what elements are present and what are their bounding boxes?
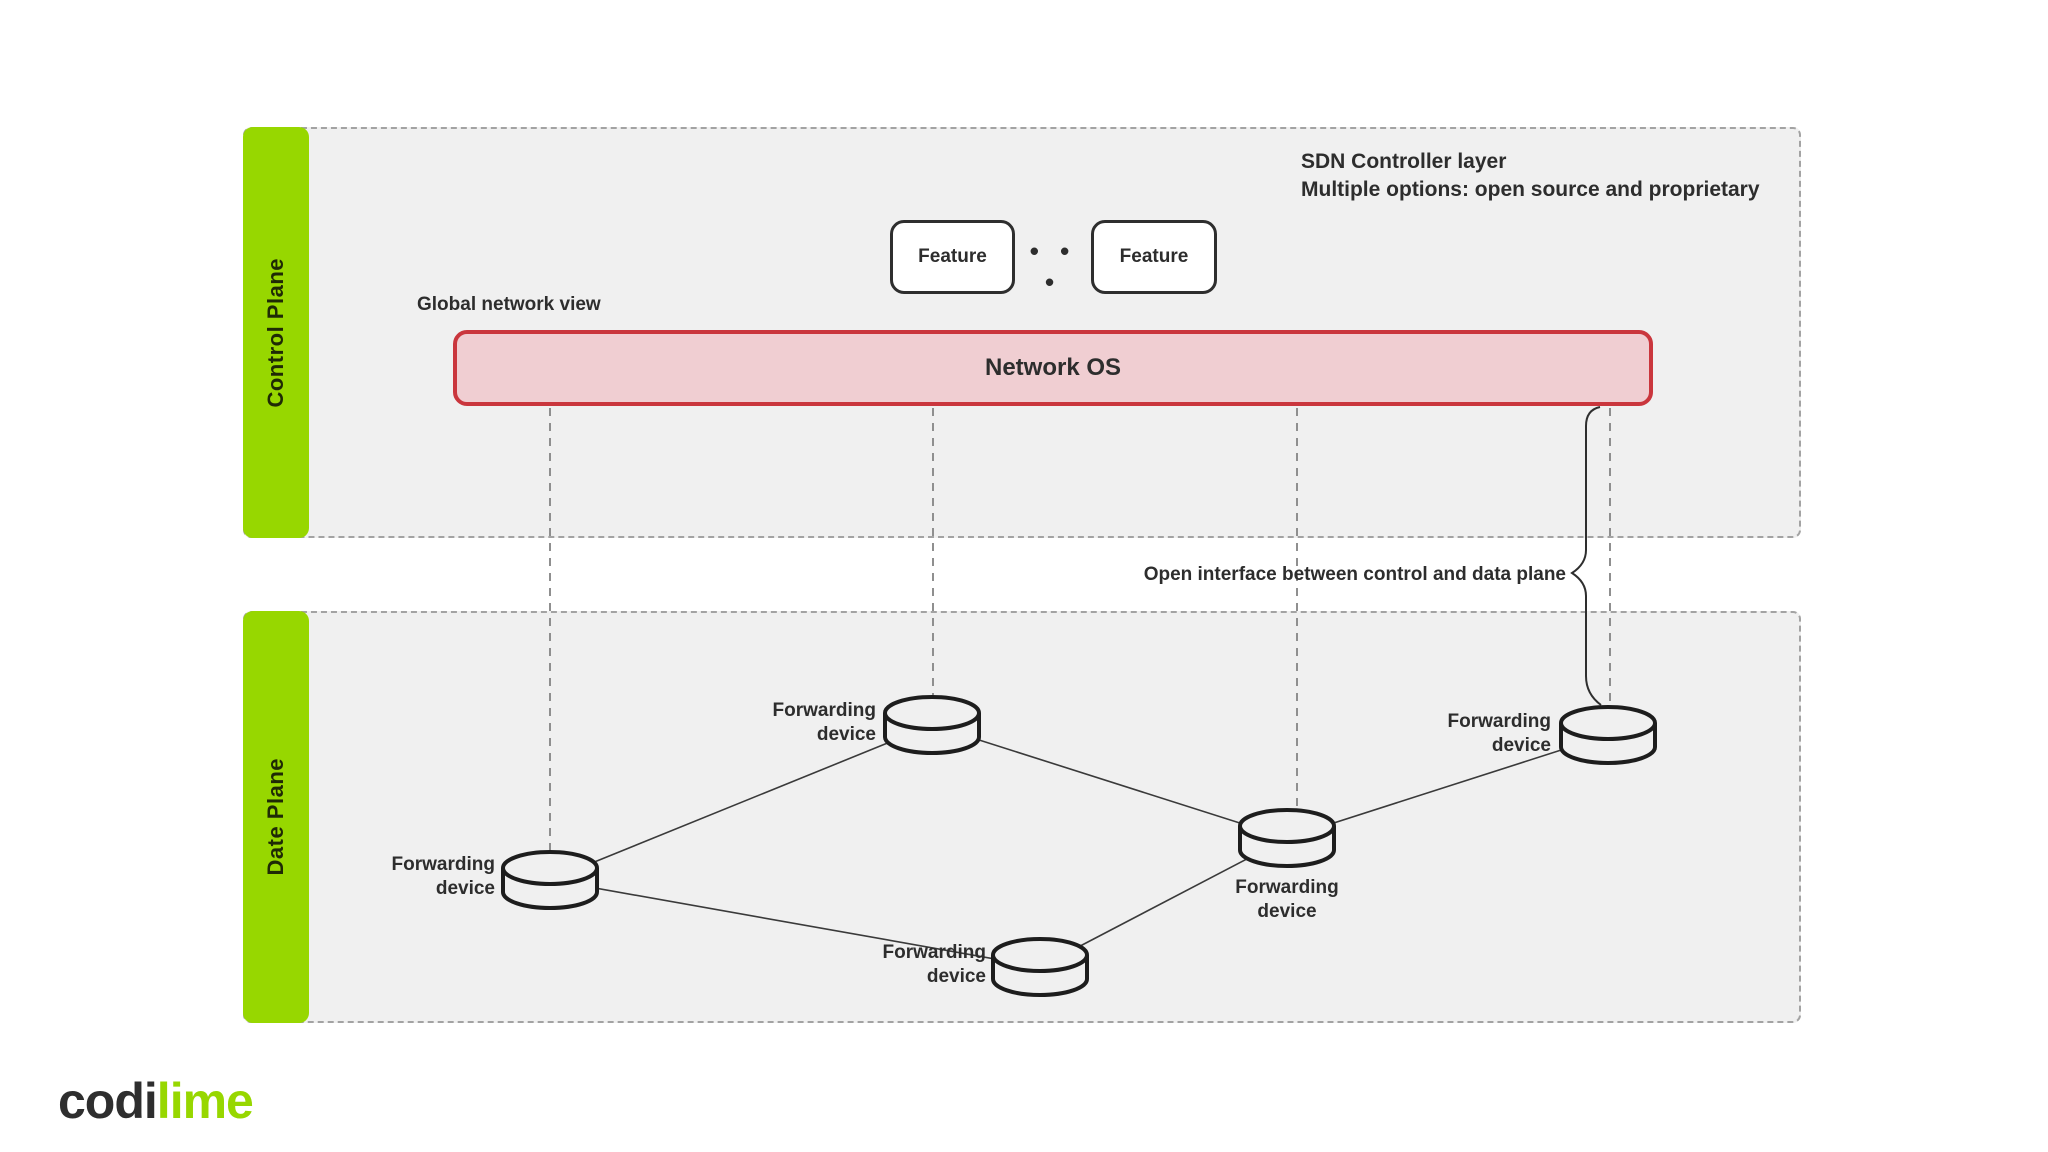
data-plane-label: Date Plane bbox=[263, 758, 288, 876]
feature-box-1-label: Feature bbox=[918, 246, 987, 267]
data-plane-panel: Date Plane bbox=[243, 611, 1801, 1023]
network-os-bar: Network OS bbox=[453, 330, 1653, 406]
feature-box-2-label: Feature bbox=[1119, 246, 1189, 267]
codilime-logo: codilime bbox=[58, 1072, 254, 1130]
forwarding-device-right-label: Forwarding device bbox=[1447, 711, 1551, 756]
forwarding-device-top-label: Forwarding device bbox=[772, 700, 876, 745]
forwarding-device-bottom-label: Forwarding device bbox=[882, 942, 986, 987]
global-network-view-caption: Global network view bbox=[417, 294, 601, 315]
feature-box-1: Feature bbox=[890, 220, 1015, 294]
forwarding-device-midright-label: Forwarding device bbox=[1235, 877, 1339, 922]
data-plane-sidebar: Date Plane bbox=[243, 611, 309, 1023]
sdn-title-line2: Multiple options: open source and propri… bbox=[1301, 178, 1760, 201]
logo-part-codi: codi bbox=[58, 1073, 158, 1129]
feature-ellipsis-dots: • • • bbox=[1029, 236, 1077, 297]
sdn-title-line1: SDN Controller layer bbox=[1301, 150, 1507, 173]
logo-part-lime: lime bbox=[156, 1073, 254, 1129]
control-plane-label: Control Plane bbox=[263, 257, 288, 408]
sdn-controller-title: SDN Controller layer Multiple options: o… bbox=[1301, 148, 1760, 204]
open-interface-note: Open interface between control and data … bbox=[1143, 564, 1566, 585]
network-os-label: Network OS bbox=[984, 354, 1122, 381]
forwarding-device-left-label: Forwarding device bbox=[391, 854, 495, 899]
feature-box-2: Feature bbox=[1091, 220, 1217, 294]
control-plane-sidebar: Control Plane bbox=[243, 127, 309, 538]
